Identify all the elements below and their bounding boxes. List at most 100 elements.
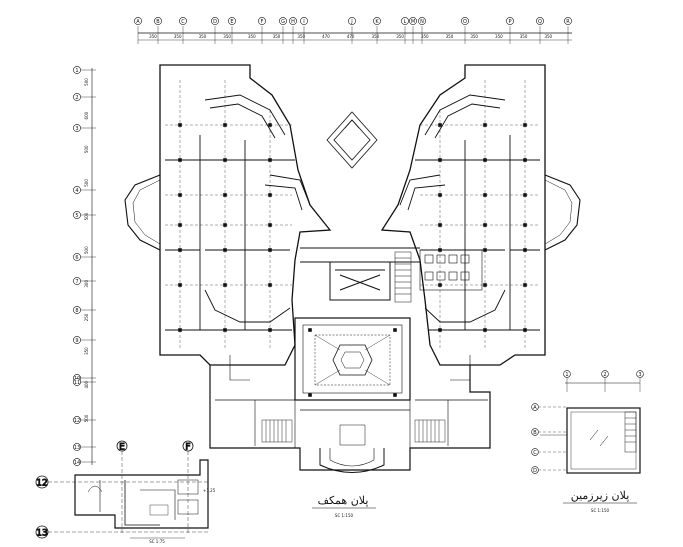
roof-axis-bubble	[636, 370, 644, 378]
central-hall	[300, 247, 420, 301]
top-axis-label: C	[181, 19, 185, 25]
column	[483, 248, 487, 252]
left-axis-label: 4	[75, 188, 78, 194]
stair-right	[394, 251, 412, 303]
roof-axis-label: A	[533, 405, 537, 411]
left-interior-walls	[165, 94, 311, 331]
column	[268, 193, 272, 197]
left-dimension-label: 300	[84, 280, 89, 288]
detail-axis-12: 12	[36, 479, 47, 489]
column	[483, 223, 487, 227]
top-axis-bubble	[258, 17, 266, 25]
column	[438, 158, 442, 162]
column	[438, 193, 442, 197]
column	[178, 223, 182, 227]
top-axis-label: E	[230, 19, 233, 25]
left-axis-label: 12	[74, 418, 80, 424]
top-axis-bubble	[228, 17, 236, 25]
left-axis-label: 9	[75, 338, 78, 344]
top-dimension-label: 350	[223, 34, 231, 39]
left-axis-label: 1	[75, 68, 78, 74]
column	[393, 328, 397, 332]
column	[308, 328, 312, 332]
column	[438, 123, 442, 127]
left-axis-strip: 1234567891011121314 50060050050050050030…	[73, 66, 96, 466]
detail-axis-13: 13	[36, 529, 47, 539]
top-dimension-label: 350	[421, 34, 429, 39]
main-plan-title: پلان همکف	[318, 494, 369, 507]
column	[483, 193, 487, 197]
left-dimension-label: 600	[84, 111, 89, 119]
top-axis-label: G	[281, 19, 285, 25]
left-dimension-label: 500	[84, 179, 89, 187]
left-dimension-label: 500	[84, 145, 89, 153]
column	[223, 283, 227, 287]
top-axis-label: O	[463, 19, 467, 25]
roof-axis-bubble	[531, 403, 539, 411]
roof-axis-label: D	[533, 468, 537, 474]
column	[223, 328, 227, 332]
left-axis-label: 8	[75, 308, 78, 314]
top-axis-label: R	[566, 19, 570, 25]
column	[223, 193, 227, 197]
top-dimension-label: 470	[322, 34, 330, 39]
column	[268, 248, 272, 252]
left-axis-bubble	[73, 124, 81, 132]
roof-axis-bubble	[531, 466, 539, 474]
detail-axis-f: F	[185, 443, 190, 453]
top-axis-bubble	[506, 17, 514, 25]
left-axis-bubble	[73, 378, 81, 386]
top-axis-bubble	[536, 17, 544, 25]
column	[178, 248, 182, 252]
left-axis-bubble	[73, 253, 81, 261]
left-axis-bubble	[73, 277, 81, 285]
top-axis-bubble	[401, 17, 409, 25]
roof-axis-bubble	[531, 448, 539, 456]
top-axis-label: I	[303, 19, 304, 25]
main-plan-title-block: پلان همکف SC 1:150	[312, 494, 376, 518]
roof-axis-label: 1	[565, 372, 568, 378]
top-axis-bubble	[461, 17, 469, 25]
top-dimension-label: 350	[248, 34, 256, 39]
left-axis-label: 6	[75, 255, 78, 261]
top-axis-bubble	[154, 17, 162, 25]
column	[223, 158, 227, 162]
top-dimension-label: 350	[149, 34, 157, 39]
left-axis-bubble	[73, 443, 81, 451]
left-axis-bubbles: 1234567891011121314	[73, 66, 96, 466]
top-axis-bubble	[373, 17, 381, 25]
left-dimension-label: 350	[84, 347, 89, 355]
top-dimension-label: 350	[544, 34, 552, 39]
column	[223, 123, 227, 127]
roof-axis-label: C	[533, 450, 537, 456]
column	[268, 328, 272, 332]
top-axis-bubble	[300, 17, 308, 25]
top-axis-bubble	[134, 17, 142, 25]
column	[268, 223, 272, 227]
top-dimension-label: 350	[199, 34, 207, 39]
roof-stair	[624, 411, 637, 453]
top-axis-bubble	[211, 17, 219, 25]
left-axis-label: 2	[75, 95, 78, 101]
column	[438, 283, 442, 287]
top-dimension-label: 350	[470, 34, 478, 39]
column	[483, 123, 487, 127]
stair-lower-right	[414, 419, 446, 443]
roof-axis-label: 3	[638, 372, 641, 378]
column	[523, 223, 527, 227]
column	[268, 283, 272, 287]
left-wing-outline	[159, 64, 332, 366]
top-axis-label: F	[261, 19, 264, 25]
left-axis-label: 11	[74, 380, 80, 386]
column	[178, 193, 182, 197]
top-dimension-label: 350	[396, 34, 404, 39]
roof-left-axis-bubbles: A B C D	[531, 403, 567, 474]
lower-wing	[209, 355, 491, 473]
top-dimension-label: 350	[372, 34, 380, 39]
roof-axis-bubble	[601, 370, 609, 378]
top-axis-bubble	[289, 17, 297, 25]
roof-axis-label: B	[533, 430, 537, 436]
